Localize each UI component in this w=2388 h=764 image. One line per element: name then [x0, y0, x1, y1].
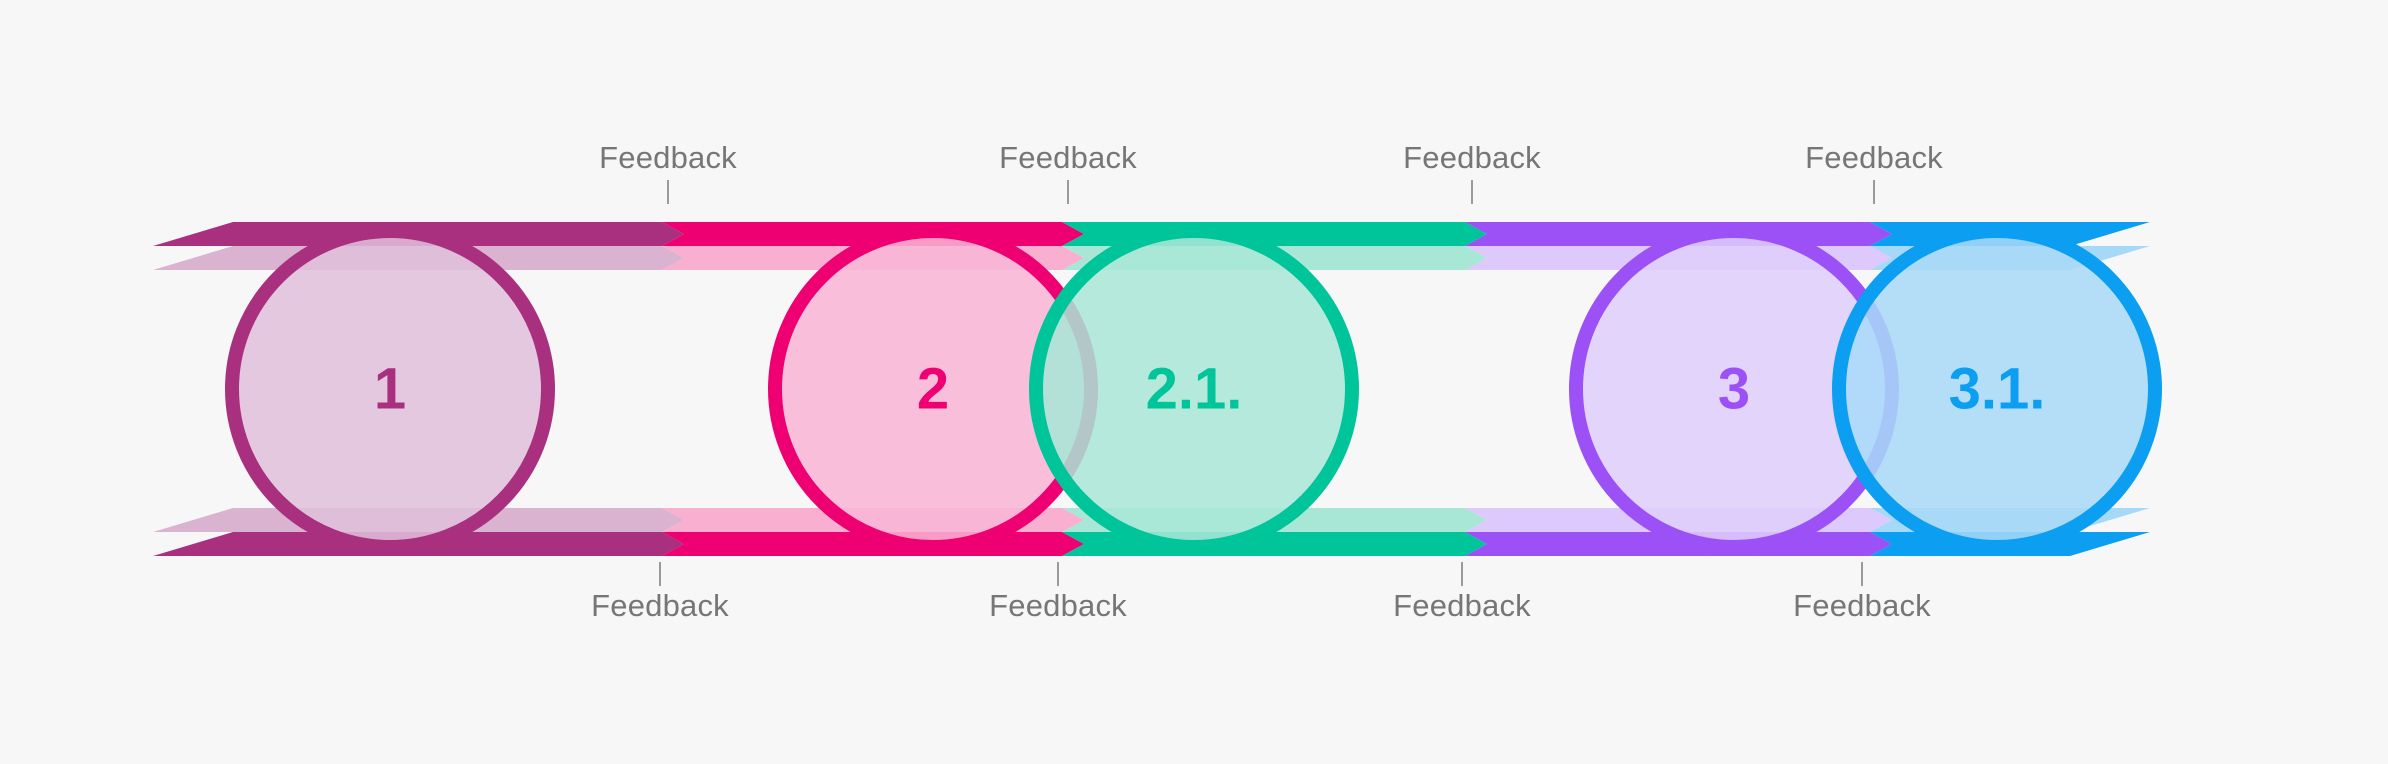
node-number-stage-1: 1	[374, 357, 406, 422]
circle-layer	[225, 224, 2162, 554]
feedback-label-top-1: Feedback	[599, 140, 737, 175]
feedback-label-top-3: Feedback	[1403, 140, 1541, 175]
feedback-label-bottom-3: Feedback	[1393, 588, 1531, 623]
circle-stage-1[interactable]	[225, 224, 555, 554]
node-number-stage-2: 2	[917, 357, 949, 422]
circle-stage-3-1[interactable]	[1832, 224, 2162, 554]
feedback-label-bottom-4: Feedback	[1793, 588, 1931, 623]
node-stage-2-1[interactable]	[1029, 224, 1359, 554]
feedback-label-bottom-1: Feedback	[591, 588, 729, 623]
node-stage-3-1[interactable]	[1832, 224, 2162, 554]
number-layer: 1 2 2.1. 3 3.1.	[374, 357, 2046, 422]
node-number-stage-2-1: 2.1.	[1146, 357, 1243, 422]
feedback-label-bottom-2: Feedback	[989, 588, 1127, 623]
feedback-label-top-4: Feedback	[1805, 140, 1943, 175]
circle-stage-2-1[interactable]	[1029, 224, 1359, 554]
node-stage-1[interactable]	[225, 224, 555, 554]
node-number-stage-3-1: 3.1.	[1949, 357, 2046, 422]
feedback-tick-layer	[659, 180, 1875, 586]
feedback-label-top-2: Feedback	[999, 140, 1137, 175]
node-number-stage-3: 3	[1718, 357, 1750, 422]
